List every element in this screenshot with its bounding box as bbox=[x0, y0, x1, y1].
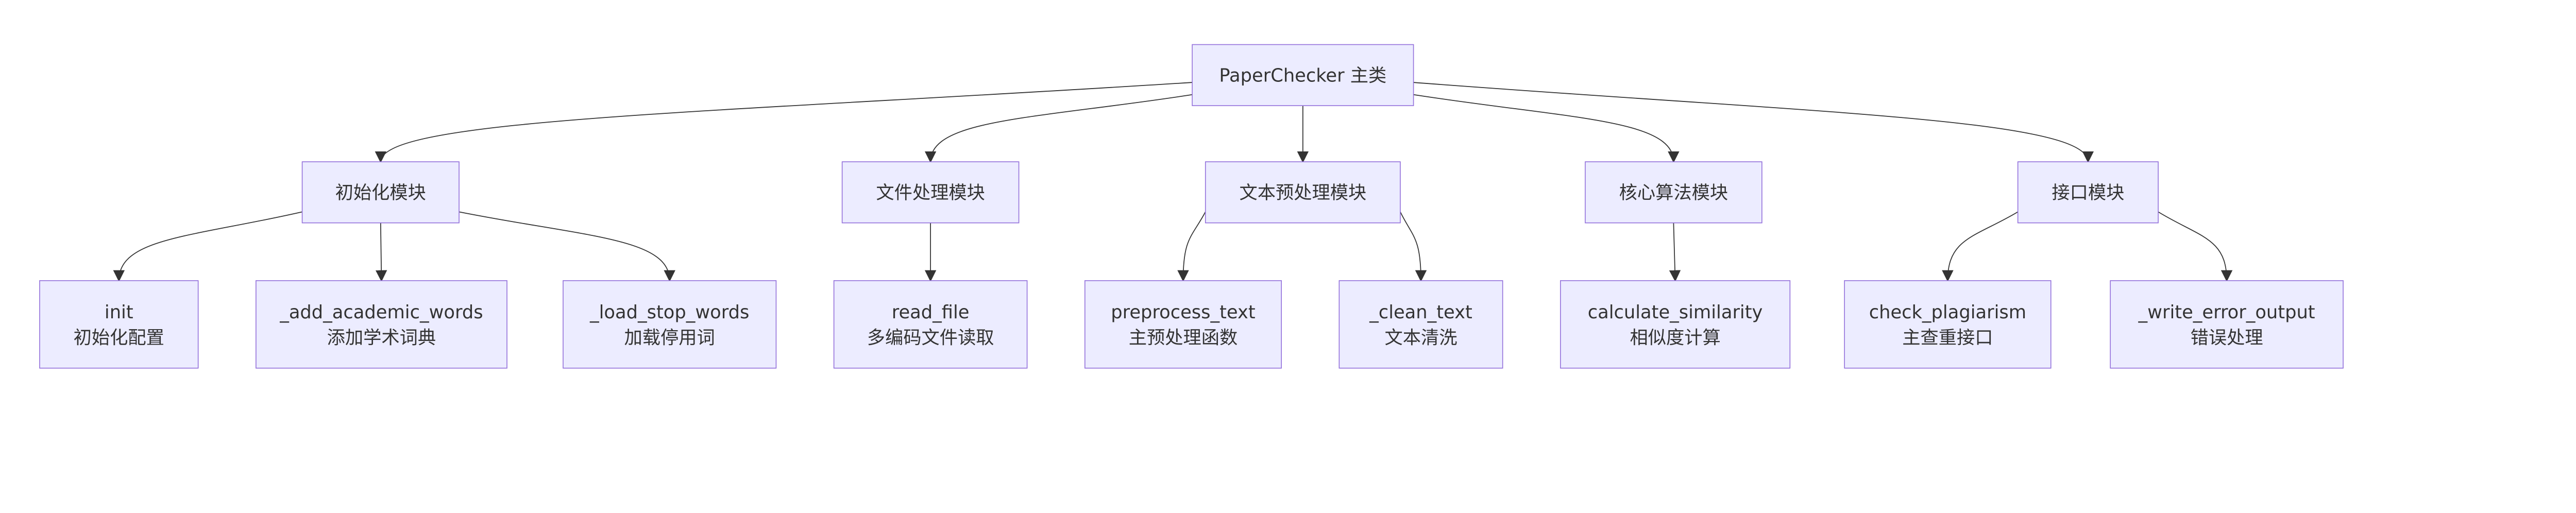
node-box bbox=[39, 280, 199, 369]
node-label: _add_academic_words bbox=[279, 302, 483, 323]
node-box bbox=[1585, 161, 1762, 224]
node-label: 初始化配置 bbox=[74, 327, 164, 348]
edge-m_init-to-f_init bbox=[113, 211, 302, 282]
edge-m_text-to-f_pre bbox=[1177, 211, 1206, 282]
node-label: 核心算法模块 bbox=[1619, 182, 1728, 203]
node-f-check: check_plagiarism 主查重接口 bbox=[1844, 280, 2052, 369]
node-label: _clean_text bbox=[1369, 302, 1472, 323]
node-box bbox=[2110, 280, 2344, 369]
node-label: 主查重接口 bbox=[1902, 327, 1993, 348]
edge-root-to-m_file bbox=[924, 94, 1193, 163]
node-box bbox=[1560, 280, 1791, 369]
node-label: check_plagiarism bbox=[1869, 302, 2026, 323]
node-box bbox=[841, 161, 1020, 224]
node-box bbox=[563, 280, 777, 369]
node-label: read_file bbox=[892, 302, 970, 323]
node-label: _write_error_output bbox=[2138, 302, 2315, 323]
node-label: 文本预处理模块 bbox=[1239, 182, 1366, 203]
edge-root-to-m_core bbox=[1413, 94, 1680, 163]
node-f-sim: calculate_similarity 相似度计算 bbox=[1560, 280, 1791, 369]
node-label: 添加学术词典 bbox=[327, 327, 436, 348]
node-box bbox=[1084, 280, 1282, 369]
node-root: PaperChecker 主类 bbox=[1192, 44, 1414, 106]
node-box bbox=[1338, 280, 1503, 369]
node-label: PaperChecker 主类 bbox=[1219, 65, 1386, 87]
node-f-clean: _clean_text 文本清洗 bbox=[1338, 280, 1503, 369]
node-box bbox=[1844, 280, 2052, 369]
node-box bbox=[833, 280, 1028, 369]
node-label: 初始化模块 bbox=[335, 182, 426, 203]
node-label: 主预处理函数 bbox=[1129, 327, 1238, 348]
edges-layer bbox=[113, 82, 2233, 282]
node-box bbox=[1192, 44, 1414, 106]
node-m-core: 核心算法模块 bbox=[1585, 161, 1762, 224]
node-label: 相似度计算 bbox=[1630, 327, 1720, 348]
edge-root-to-m_init bbox=[375, 82, 1193, 163]
edge-m_api-to-f_write bbox=[2158, 211, 2233, 282]
node-m-file: 文件处理模块 bbox=[841, 161, 1020, 224]
edge-m_api-to-f_check bbox=[1942, 211, 2019, 282]
node-label: 文件处理模块 bbox=[876, 182, 985, 203]
node-label: 接口模块 bbox=[2052, 182, 2124, 203]
edge-m_init-to-f_load bbox=[459, 211, 675, 282]
node-f-write: _write_error_output 错误处理 bbox=[2110, 280, 2344, 369]
node-m-text: 文本预处理模块 bbox=[1205, 161, 1401, 224]
edge-m_init-to-f_add bbox=[375, 223, 387, 282]
node-m-api: 接口模块 bbox=[2017, 161, 2159, 224]
node-f-read: read_file 多编码文件读取 bbox=[833, 280, 1028, 369]
node-m-init: 初始化模块 bbox=[301, 161, 460, 224]
node-box bbox=[1205, 161, 1401, 224]
node-f-load: _load_stop_words 加载停用词 bbox=[563, 280, 777, 369]
node-label: preprocess_text bbox=[1111, 302, 1255, 323]
edge-m_text-to-f_clean bbox=[1400, 211, 1427, 282]
node-box bbox=[2017, 161, 2159, 224]
node-box bbox=[256, 280, 507, 369]
node-label: 多编码文件读取 bbox=[867, 327, 994, 348]
node-label: 错误处理 bbox=[2191, 327, 2263, 348]
edge-m_core-to-f_sim bbox=[1669, 223, 1681, 282]
node-f-init: init 初始化配置 bbox=[39, 280, 199, 369]
node-label: 加载停用词 bbox=[624, 327, 715, 348]
node-label: init bbox=[105, 302, 133, 323]
node-label: _load_stop_words bbox=[589, 302, 749, 323]
node-label: calculate_similarity bbox=[1588, 302, 1763, 323]
node-label: 文本清洗 bbox=[1385, 327, 1458, 348]
edge-root-to-m_api bbox=[1413, 82, 2094, 163]
node-box bbox=[301, 161, 460, 224]
node-f-pre: preprocess_text 主预处理函数 bbox=[1084, 280, 1282, 369]
node-f-add: _add_academic_words 添加学术词典 bbox=[256, 280, 507, 369]
